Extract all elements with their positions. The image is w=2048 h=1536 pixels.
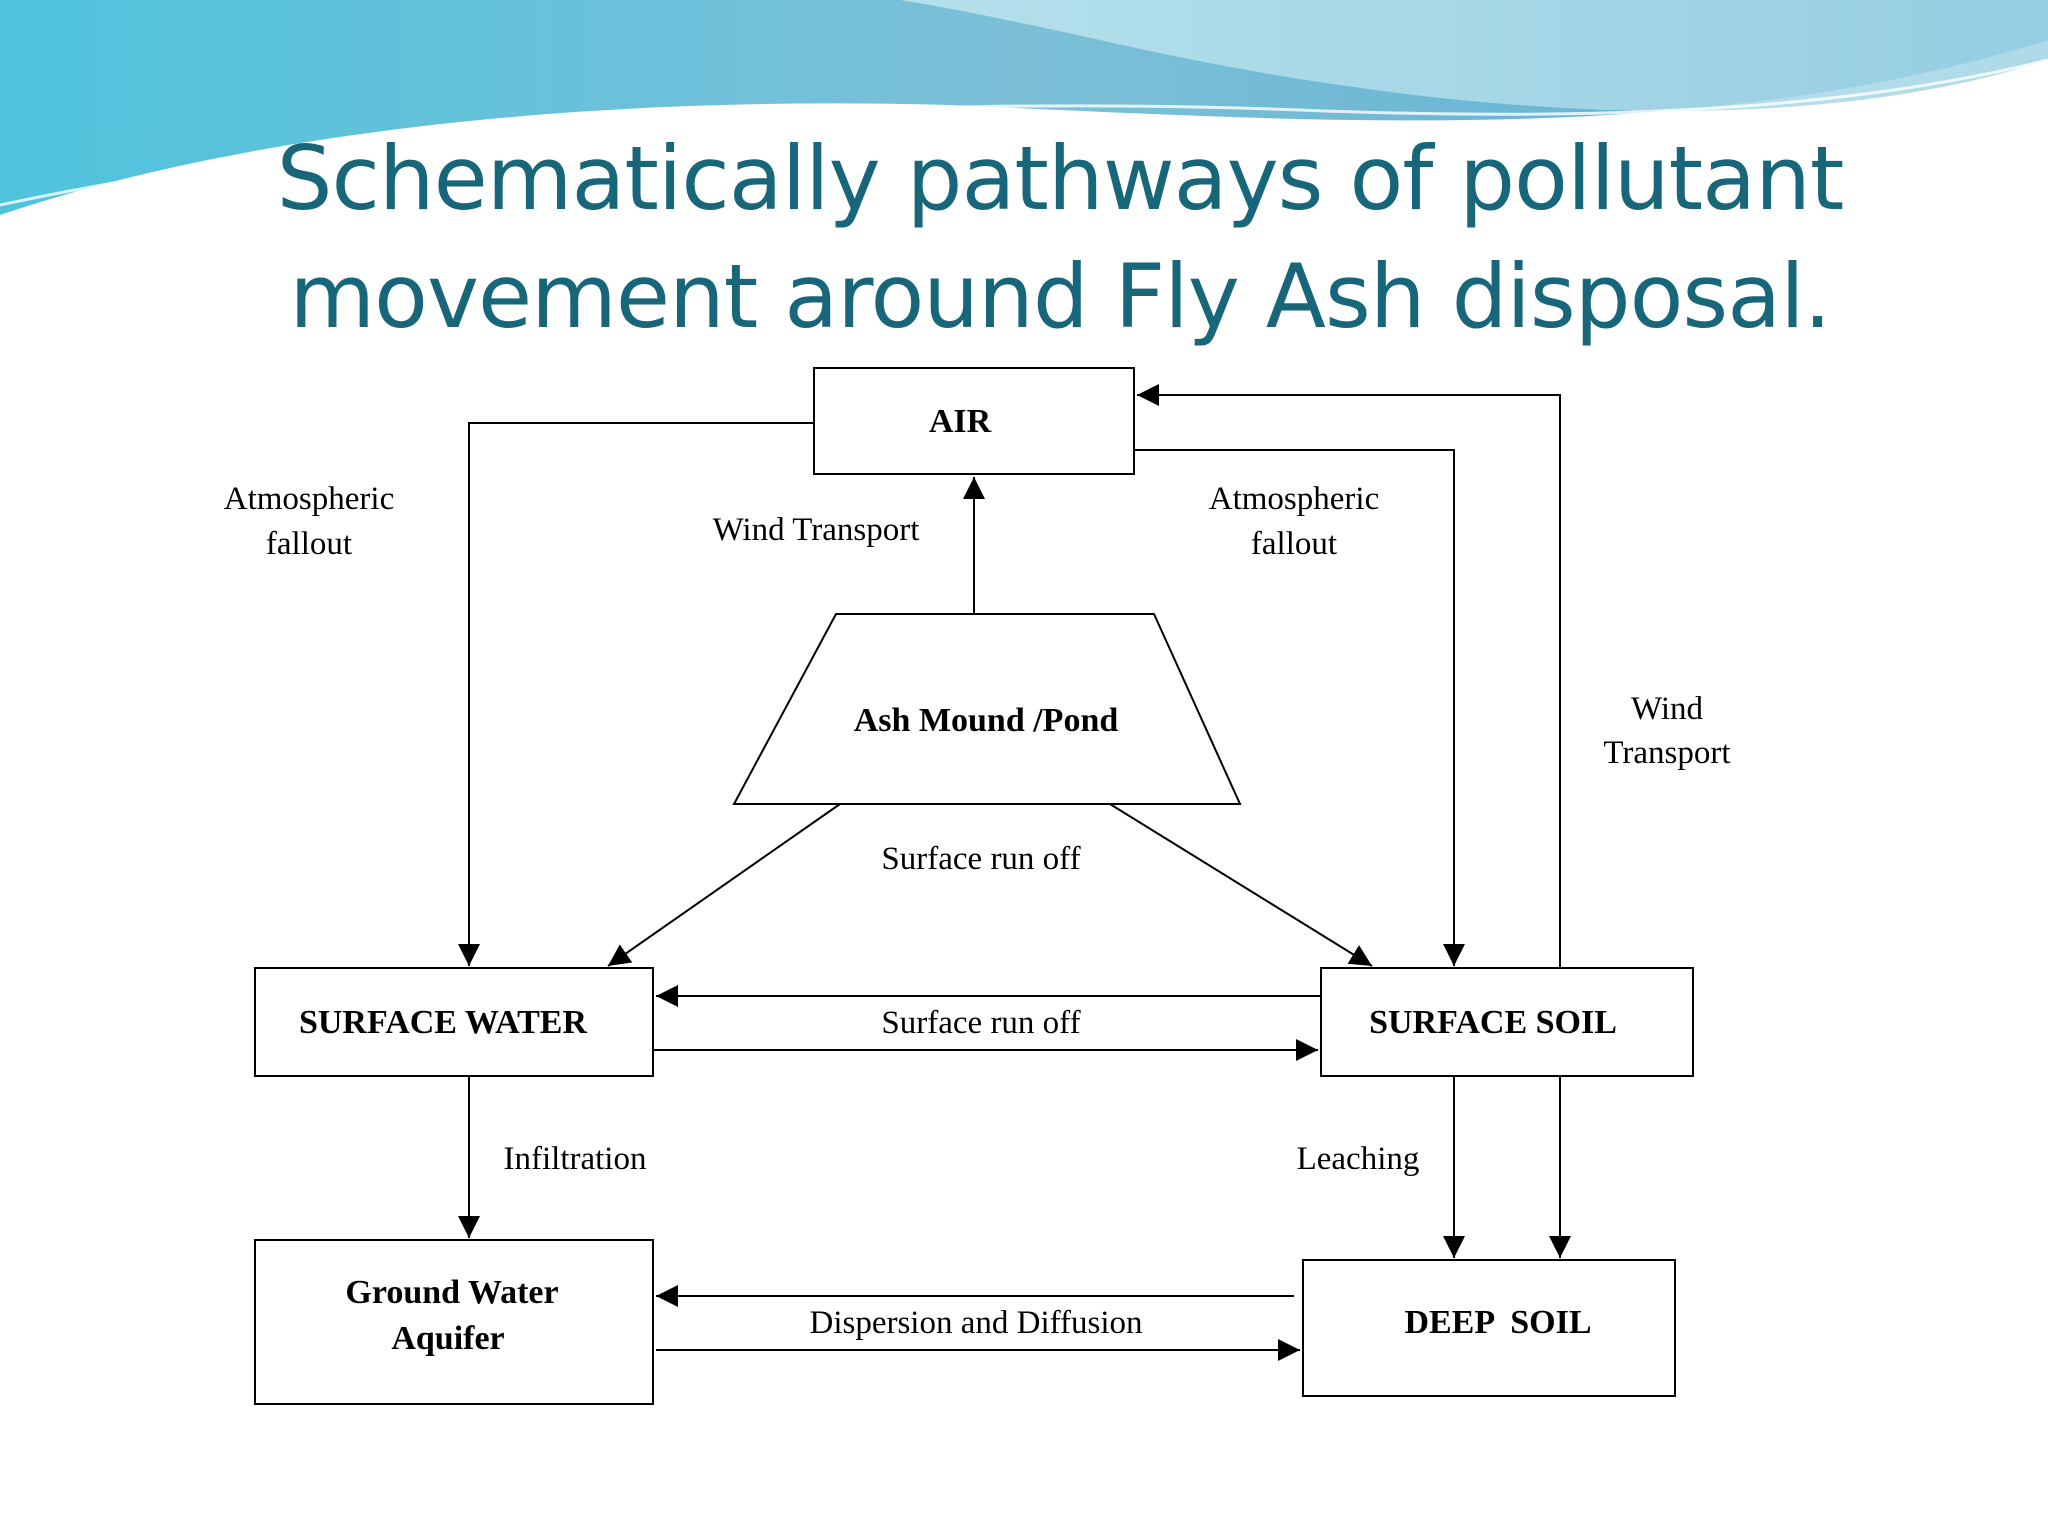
label-leaching: Leaching	[1297, 1141, 1420, 1177]
node-ash-mound-pond: Ash Mound /Pond	[732, 613, 1242, 805]
edge-air-to-surface-soil	[1134, 449, 1465, 966]
label-atmospheric-fallout-right-line-2: fallout	[1251, 526, 1337, 562]
node-ground-water-label-line-2: Aquifer	[391, 1320, 504, 1357]
node-deep-soil-label: DEEP SOIL	[1404, 1304, 1591, 1341]
node-surface-soil: SURFACE SOIL	[1320, 967, 1694, 1077]
label-wind-transport-right-line-2: Transport	[1603, 735, 1730, 771]
node-surface-water: SURFACE WATER	[254, 967, 654, 1077]
pollutant-pathway-diagram: AIR Ash Mound /Pond SURFACE WATER SURFAC…	[168, 366, 1750, 1418]
header-banner-decoration	[0, 0, 2048, 226]
edge-ash-pond-runoff-to-surface-water	[607, 803, 841, 967]
slide-title-line-2: movement around Fly Ash disposal.	[289, 245, 1831, 348]
edge-ash-pond-runoff-to-surface-soil	[1109, 803, 1373, 967]
node-ground-water-aquifer: Ground Water Aquifer	[254, 1239, 654, 1405]
node-ash-mound-pond-label: Ash Mound /Pond	[854, 702, 1119, 739]
label-surface-run-off-top: Surface run off	[881, 841, 1080, 877]
label-wind-transport-right-line-1: Wind	[1631, 691, 1703, 727]
node-ground-water-label-line-1: Ground Water	[345, 1274, 558, 1311]
node-air: AIR	[813, 367, 1135, 475]
node-surface-soil-label: SURFACE SOIL	[1369, 1004, 1617, 1041]
edge-air-to-surface-water	[458, 422, 814, 966]
slide-title-line-1: Schematically pathways of pollutant	[276, 127, 1845, 230]
node-surface-water-label: SURFACE WATER	[299, 1004, 588, 1041]
label-surface-run-off-middle: Surface run off	[881, 1005, 1080, 1041]
edge-surface-soil-wind-to-air	[1137, 384, 1561, 968]
label-wind-transport-center: Wind Transport	[713, 512, 920, 548]
label-atmospheric-fallout-left-line-1: Atmospheric	[224, 481, 394, 517]
label-dispersion-and-diffusion: Dispersion and Diffusion	[809, 1305, 1142, 1341]
label-atmospheric-fallout-right-line-1: Atmospheric	[1209, 481, 1379, 517]
label-infiltration: Infiltration	[504, 1141, 647, 1177]
node-air-label: AIR	[929, 403, 992, 440]
slide-title: Schematically pathways of pollutant move…	[240, 120, 1880, 356]
label-atmospheric-fallout-left-line-2: fallout	[266, 526, 352, 562]
node-deep-soil: DEEP SOIL	[1302, 1259, 1676, 1397]
